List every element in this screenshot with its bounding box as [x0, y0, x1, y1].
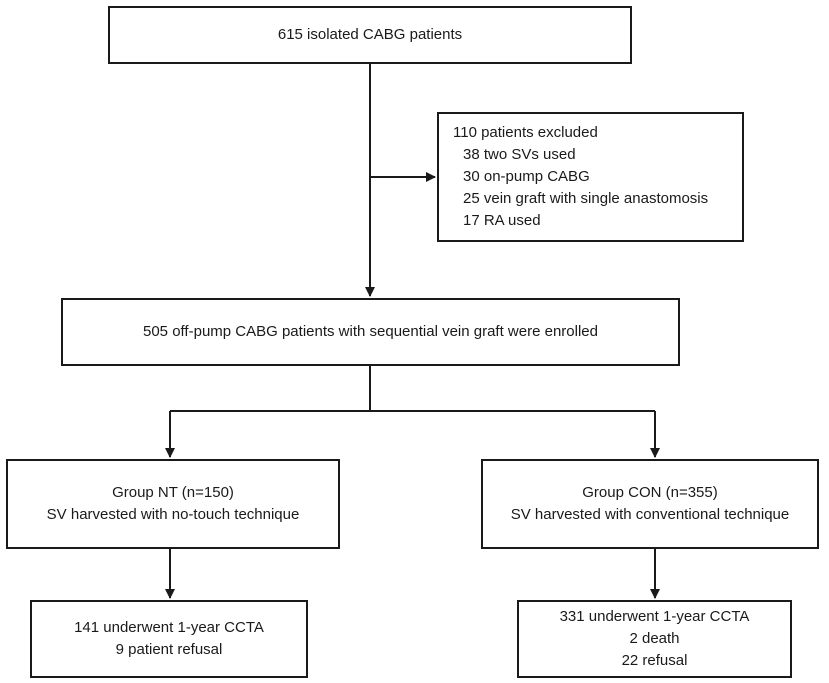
- node-group-con-line-2: SV harvested with conventional technique: [510, 506, 790, 523]
- node-excluded: 110 patients excluded 38 two SVs used 30…: [437, 112, 744, 242]
- node-enrolled-line-1: 505 off-pump CABG patients with sequenti…: [143, 323, 598, 340]
- node-nt-followup-line-2: 9 patient refusal: [115, 641, 223, 658]
- node-group-con-line-1: Group CON (n=355): [582, 484, 718, 501]
- node-excluded-item: 25 vein graft with single anastomosis: [463, 190, 709, 207]
- node-excluded-item: 17 RA used: [463, 212, 541, 229]
- node-con-followup: 331 underwent 1-year CCTA 2 death 22 ref…: [517, 600, 792, 678]
- node-group-con: Group CON (n=355) SV harvested with conv…: [481, 459, 819, 549]
- node-con-followup-line-3: 22 refusal: [621, 652, 688, 669]
- node-excluded-item: 30 on-pump CABG: [463, 168, 590, 185]
- node-nt-followup-line-1: 141 underwent 1-year CCTA: [74, 619, 264, 636]
- node-nt-followup: 141 underwent 1-year CCTA 9 patient refu…: [30, 600, 308, 678]
- node-group-nt-line-1: Group NT (n=150): [112, 484, 234, 501]
- node-start-line-1: 615 isolated CABG patients: [277, 26, 463, 43]
- node-enrolled: 505 off-pump CABG patients with sequenti…: [61, 298, 680, 366]
- node-group-nt: Group NT (n=150) SV harvested with no-to…: [6, 459, 340, 549]
- node-con-followup-line-2: 2 death: [629, 630, 680, 647]
- node-start: 615 isolated CABG patients: [108, 6, 632, 64]
- node-group-nt-line-2: SV harvested with no-touch technique: [46, 506, 300, 523]
- node-excluded-item: 38 two SVs used: [463, 146, 576, 163]
- node-excluded-title: 110 patients excluded: [453, 124, 598, 141]
- node-con-followup-line-1: 331 underwent 1-year CCTA: [559, 608, 750, 625]
